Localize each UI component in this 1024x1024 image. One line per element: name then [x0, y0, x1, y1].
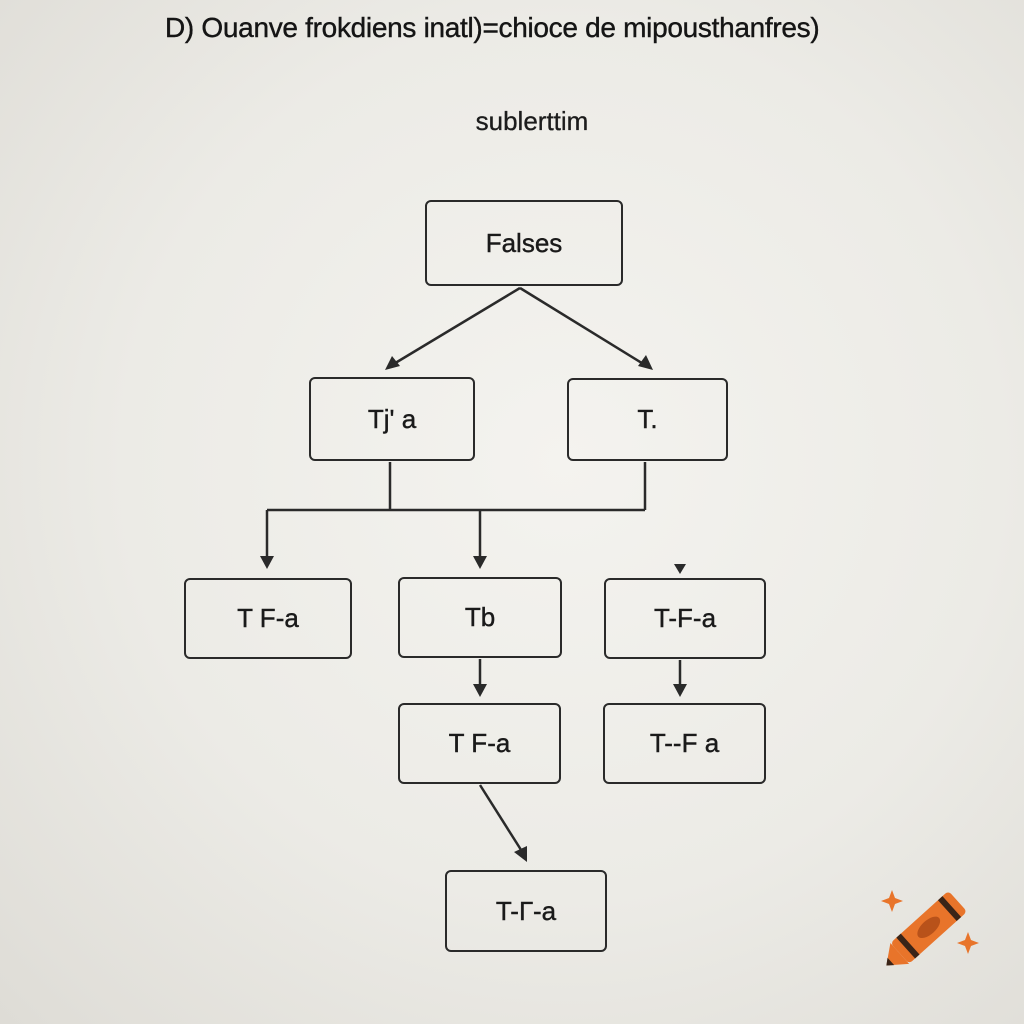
node-right: T. — [567, 378, 728, 461]
arrowhead-root-right — [638, 355, 653, 370]
node-left: Tj' a — [309, 377, 475, 461]
arrowhead-bus-b — [473, 556, 487, 569]
arrowhead-d-f — [514, 846, 527, 862]
edge-d-f — [478, 784, 525, 854]
node-d: T F-a — [398, 703, 561, 784]
arrowhead-b-d — [473, 684, 487, 697]
edge-root-left — [391, 286, 521, 367]
arrowhead-into-c — [674, 564, 686, 574]
diagram-subtitle: sublerttim — [475, 106, 589, 136]
node-root: Falses — [425, 200, 623, 286]
node-b: Tb — [398, 577, 562, 658]
crayon-logo-icon — [881, 890, 979, 966]
node-f: T-Г-a — [445, 870, 607, 952]
edge-root-right — [519, 286, 646, 367]
arrowhead-root-left — [385, 356, 400, 370]
node-c: T-F-a — [604, 578, 766, 659]
node-e: T--F a — [603, 703, 766, 784]
arrowhead-c-e — [673, 684, 687, 697]
arrowhead-bus-a — [260, 556, 274, 569]
node-a: T F-a — [184, 578, 352, 659]
diagram-title: D) Ouanve frokdiens inatl)=chioce de mip… — [165, 12, 820, 43]
